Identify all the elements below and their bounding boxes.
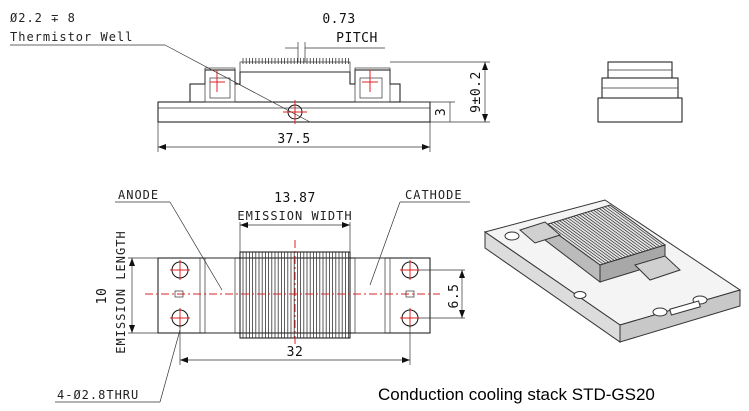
fin-line bbox=[562, 219, 618, 260]
caption: Conduction cooling stack STD-GS20 bbox=[378, 385, 655, 404]
hole-spec-label: Ø2.2 ∓ 8 bbox=[10, 11, 76, 25]
fin-line bbox=[553, 222, 609, 263]
fin-line bbox=[584, 212, 641, 254]
fin-line bbox=[550, 222, 607, 264]
fin-line bbox=[604, 206, 661, 248]
fin-line bbox=[564, 218, 621, 260]
pitch-label: PITCH bbox=[336, 31, 378, 46]
fin-line bbox=[556, 221, 612, 262]
fin-line bbox=[587, 211, 644, 253]
heat-sink-fins-top bbox=[242, 58, 350, 64]
length-37-5: 37.5 bbox=[277, 132, 310, 147]
emission-length-label: EMISSION LENGTH bbox=[114, 230, 128, 353]
fin-line bbox=[573, 216, 629, 257]
mount-hole bbox=[170, 260, 190, 280]
fin-line bbox=[602, 207, 658, 248]
emission-width-value: 13.87 bbox=[274, 191, 316, 206]
pitch-value: 0.73 bbox=[322, 12, 355, 27]
fin-line bbox=[547, 223, 604, 265]
total-height-dim: 9±0.2 bbox=[469, 71, 484, 113]
fin-line bbox=[559, 220, 615, 261]
front-view: Ø2.2 ∓ 8 Thermistor Well 0.73 PITCH 37.5… bbox=[10, 11, 490, 152]
top-view: ANODE CATHODE 13.87 EMISSION WIDTH EMISS… bbox=[55, 188, 470, 403]
fin-line bbox=[596, 209, 652, 250]
fin-line bbox=[570, 216, 627, 258]
side-view bbox=[597, 61, 683, 123]
emission-width-label: EMISSION WIDTH bbox=[237, 209, 352, 223]
emission-length-value: 10 bbox=[95, 288, 110, 305]
fin-line bbox=[576, 215, 632, 256]
fin-line bbox=[607, 205, 664, 247]
base-height-dim: 3 bbox=[434, 108, 449, 116]
anode-label: ANODE bbox=[118, 188, 159, 202]
fin-line bbox=[567, 217, 624, 259]
fin-line bbox=[593, 210, 649, 251]
fin-line bbox=[582, 213, 638, 254]
fin-line bbox=[590, 210, 647, 252]
cathode-label: CATHODE bbox=[405, 188, 463, 202]
heat-sink-fins-iso bbox=[547, 205, 664, 265]
heat-sink-fins bbox=[242, 252, 350, 338]
length-32: 32 bbox=[287, 345, 304, 360]
fin-line bbox=[599, 208, 655, 249]
mount-hole bbox=[400, 260, 420, 280]
fin-line bbox=[579, 214, 635, 255]
mount-holes-label: 4-Ø2.8THRU bbox=[57, 388, 139, 402]
hole-spacing-dim: 6.5 bbox=[447, 284, 462, 309]
thermistor-well-label: Thermistor Well bbox=[10, 30, 133, 44]
isometric-view bbox=[483, 199, 742, 343]
